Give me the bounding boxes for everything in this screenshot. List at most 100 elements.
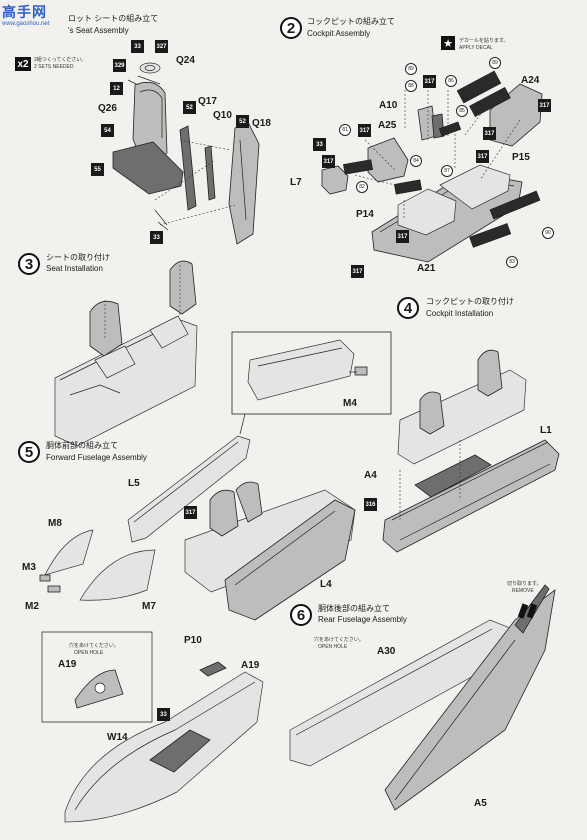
- decal-star-icon: ★: [441, 36, 455, 50]
- label-m3: M3: [22, 562, 36, 573]
- apply-decal-jp: デカールを貼ります。: [459, 38, 509, 44]
- label-w14: W14: [107, 732, 128, 743]
- label-m2: M2: [25, 601, 39, 612]
- label-l1: L1: [540, 425, 552, 436]
- step1-title-en: 's Seat Assembly: [68, 26, 129, 35]
- step4-title-jp: コックピットの取り付け: [426, 297, 514, 306]
- label-m8: M8: [48, 518, 62, 529]
- label-p14: P14: [356, 209, 374, 220]
- label-a25: A25: [378, 120, 397, 131]
- tag-317: 317: [538, 99, 551, 112]
- step6-title-jp: 胴体後部の組み立て: [318, 604, 390, 613]
- tag-317: 317: [358, 124, 371, 137]
- sets-needed-jp: 2組つくってください。: [34, 57, 87, 63]
- tag-52: 52: [183, 101, 196, 114]
- tag-316: 316: [364, 498, 377, 511]
- step4-number: 4: [397, 297, 419, 319]
- decal-89: 89: [489, 57, 501, 69]
- m4-inset: [231, 331, 392, 435]
- tag-33: 33: [157, 708, 170, 721]
- step4-cockpit-install: [382, 349, 560, 553]
- decal-89: 89: [405, 63, 417, 75]
- apply-decal-en: APPLY DECAL: [459, 45, 493, 51]
- watermark: 高手网 www.gaoshou.net: [2, 2, 49, 27]
- tag-327: 327: [155, 40, 168, 53]
- step2-number: 2: [280, 17, 302, 39]
- sets-needed-en: 2 SETS NEEDED: [34, 64, 74, 70]
- step5-title-jp: 胴体前部の組み立て: [46, 441, 118, 450]
- step5-forward-fuselage: [39, 435, 356, 621]
- decal-85: 85: [456, 105, 468, 117]
- open-hole-jp: 穴をあけてください。: [69, 643, 119, 649]
- remove-jp: 切り取ります。: [507, 581, 542, 587]
- label-p15: P15: [512, 152, 530, 163]
- step6-title-en: Rear Fuselage Assembly: [318, 615, 407, 624]
- label-q17: Q17: [198, 96, 217, 107]
- label-q24: Q24: [176, 55, 195, 66]
- decal-83: 83: [506, 256, 518, 268]
- tag-33: 33: [150, 231, 163, 244]
- tag-317: 317: [396, 230, 409, 243]
- step1-seat-parts: [112, 62, 260, 245]
- tag-317: 317: [351, 265, 364, 278]
- tag-12: 12: [110, 82, 123, 95]
- step3-title-jp: シートの取り付け: [46, 253, 110, 262]
- label-l4: L4: [320, 579, 332, 590]
- tag-317: 317: [184, 506, 197, 519]
- step1-title-jp: ロット シートの組み立て: [68, 14, 159, 23]
- label-q10: Q10: [213, 110, 232, 121]
- label-a19: A19: [58, 659, 77, 670]
- open-hole-en: OPEN HOLE: [318, 644, 348, 650]
- label-a19: A19: [241, 660, 260, 671]
- label-a5: A5: [474, 798, 487, 809]
- step2-title-en: Cockpit Assembly: [307, 29, 371, 38]
- tag-317: 317: [476, 150, 489, 163]
- remove-en: REMOVE: [512, 588, 534, 594]
- decal-87: 87: [441, 165, 453, 177]
- tag-317: 317: [322, 155, 335, 168]
- label-m4: M4: [343, 398, 357, 409]
- label-a24: A24: [521, 75, 540, 86]
- tag-33: 33: [313, 138, 326, 151]
- step3-number: 3: [18, 253, 40, 275]
- label-q26: Q26: [98, 103, 117, 114]
- label-a4: A4: [364, 470, 377, 481]
- step2-cockpit-parts: [321, 70, 543, 263]
- watermark-url: www.gaoshou.net: [2, 21, 50, 27]
- label-l7: L7: [290, 177, 302, 188]
- tag-55: 55: [91, 163, 104, 176]
- decal-86: 86: [445, 75, 457, 87]
- tag-52: 52: [236, 115, 249, 128]
- label-a30: A30: [377, 646, 396, 657]
- decal-82: 82: [356, 181, 368, 193]
- tag-33: 33: [131, 40, 144, 53]
- tag-317: 317: [423, 75, 436, 88]
- open-hole-en: OPEN HOLE: [74, 650, 104, 656]
- tag-317: 317: [483, 127, 496, 140]
- label-a21: A21: [417, 263, 436, 274]
- label-p10: P10: [184, 635, 202, 646]
- step5-title-en: Forward Fuselage Assembly: [46, 453, 147, 462]
- bottom-nose-assembly: [41, 631, 264, 823]
- step5-number: 5: [18, 441, 40, 463]
- step6-rear-fuselage: [289, 584, 556, 811]
- watermark-cn: 高手网: [2, 4, 47, 20]
- open-hole-jp: 穴をあけてください。: [314, 637, 364, 643]
- label-q18: Q18: [252, 118, 271, 129]
- step3-title-en: Seat Installation: [46, 264, 103, 273]
- step2-title-jp: コックピットの組み立て: [307, 17, 395, 26]
- decal-81: 81: [339, 124, 351, 136]
- decal-84: 84: [410, 155, 422, 167]
- step6-number: 6: [290, 604, 312, 626]
- decal-88: 88: [405, 80, 417, 92]
- label-m7: M7: [142, 601, 156, 612]
- tag-329: 329: [113, 59, 126, 72]
- step4-title-en: Cockpit Installation: [426, 309, 494, 318]
- x2-badge: x2: [15, 57, 31, 71]
- tag-54: 54: [101, 124, 114, 137]
- label-a10: A10: [379, 100, 398, 111]
- label-l5: L5: [128, 478, 140, 489]
- step3-seat-install: [54, 260, 198, 447]
- decal-90: 90: [542, 227, 554, 239]
